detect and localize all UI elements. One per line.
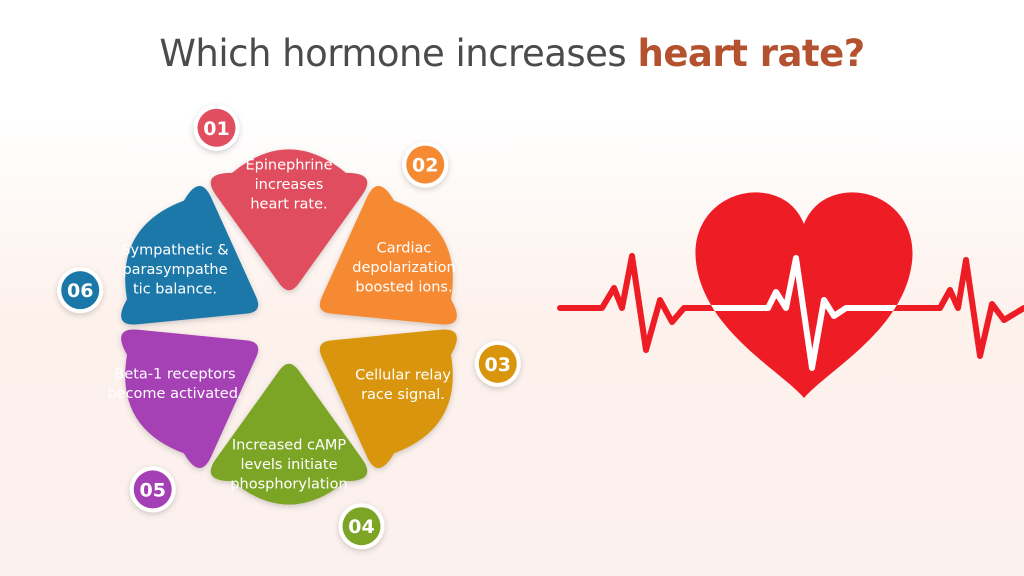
step-number-badge: 01 [193, 104, 240, 151]
step-04: Increased cAMP levels initiate phosphoryla… [210, 363, 368, 505]
step-06: Sympathetic & parasympathe tic balance. [121, 186, 259, 325]
petal-shape [319, 329, 457, 468]
petal-shape [210, 363, 368, 505]
petal-shape [121, 186, 259, 325]
heart-ecg-icon [557, 192, 1024, 398]
step-text-line: Sympathetic & [121, 243, 228, 259]
petal-shape [210, 149, 368, 291]
process-cycle: Epinephrine increases heart rate. Cardiac de… [57, 104, 521, 550]
title-prefix: Which hormone increases [159, 32, 638, 75]
ecg-line-inner [695, 253, 913, 371]
step-number: 01 [203, 118, 229, 140]
badge-fill [478, 344, 517, 383]
step-02: Cardiac depolarization boosted ions. [319, 186, 457, 325]
step-text-line: Cellular relay [355, 367, 451, 383]
step-text-line: Cardiac [377, 241, 432, 257]
step-number: 04 [348, 516, 374, 538]
step-number: 02 [412, 155, 438, 177]
step-text-line: increases [255, 177, 324, 193]
step-number: 05 [140, 479, 166, 501]
step-number-badge: 04 [338, 503, 385, 550]
step-text-line: Increased cAMP [232, 438, 347, 454]
step-number: 06 [67, 280, 93, 302]
step-number-badge: 03 [474, 340, 521, 387]
step-text-line: become activated. [107, 386, 242, 402]
step-text-line: Beta-1 receptors [114, 366, 235, 382]
badge-fill [133, 470, 172, 509]
step-number-badge: 02 [402, 141, 449, 188]
step-text-line: parasympathe [122, 262, 227, 278]
step-text-line: boosted ions. [355, 280, 452, 296]
badge-fill [197, 108, 236, 147]
step-text-line: heart rate. [250, 197, 327, 213]
title-highlight: heart rate? [637, 32, 865, 75]
badge-fill [406, 145, 445, 184]
step-number: 03 [485, 354, 511, 376]
step-05: Beta-1 receptors become activated. [107, 329, 259, 468]
step-number-badge: 06 [57, 267, 104, 314]
step-text-line: phosphorylation [230, 477, 347, 493]
petal-shape [319, 186, 457, 325]
step-03: Cellular relay race signal. [319, 329, 457, 468]
badge-fill [61, 271, 100, 310]
step-text-line: levels initiate [240, 457, 337, 473]
step-text-line: race signal. [361, 387, 445, 403]
step-text-line: depolarization [352, 260, 455, 276]
step-01: Epinephrine increases heart rate. [210, 149, 368, 291]
badge-fill [342, 507, 381, 546]
step-text-line: tic balance. [133, 282, 217, 298]
step-text-line: Epinephrine [246, 158, 333, 174]
step-number-badge: 05 [129, 466, 176, 513]
petal-shape [121, 329, 259, 468]
page-title: Which hormone increases heart rate? [0, 32, 1024, 75]
